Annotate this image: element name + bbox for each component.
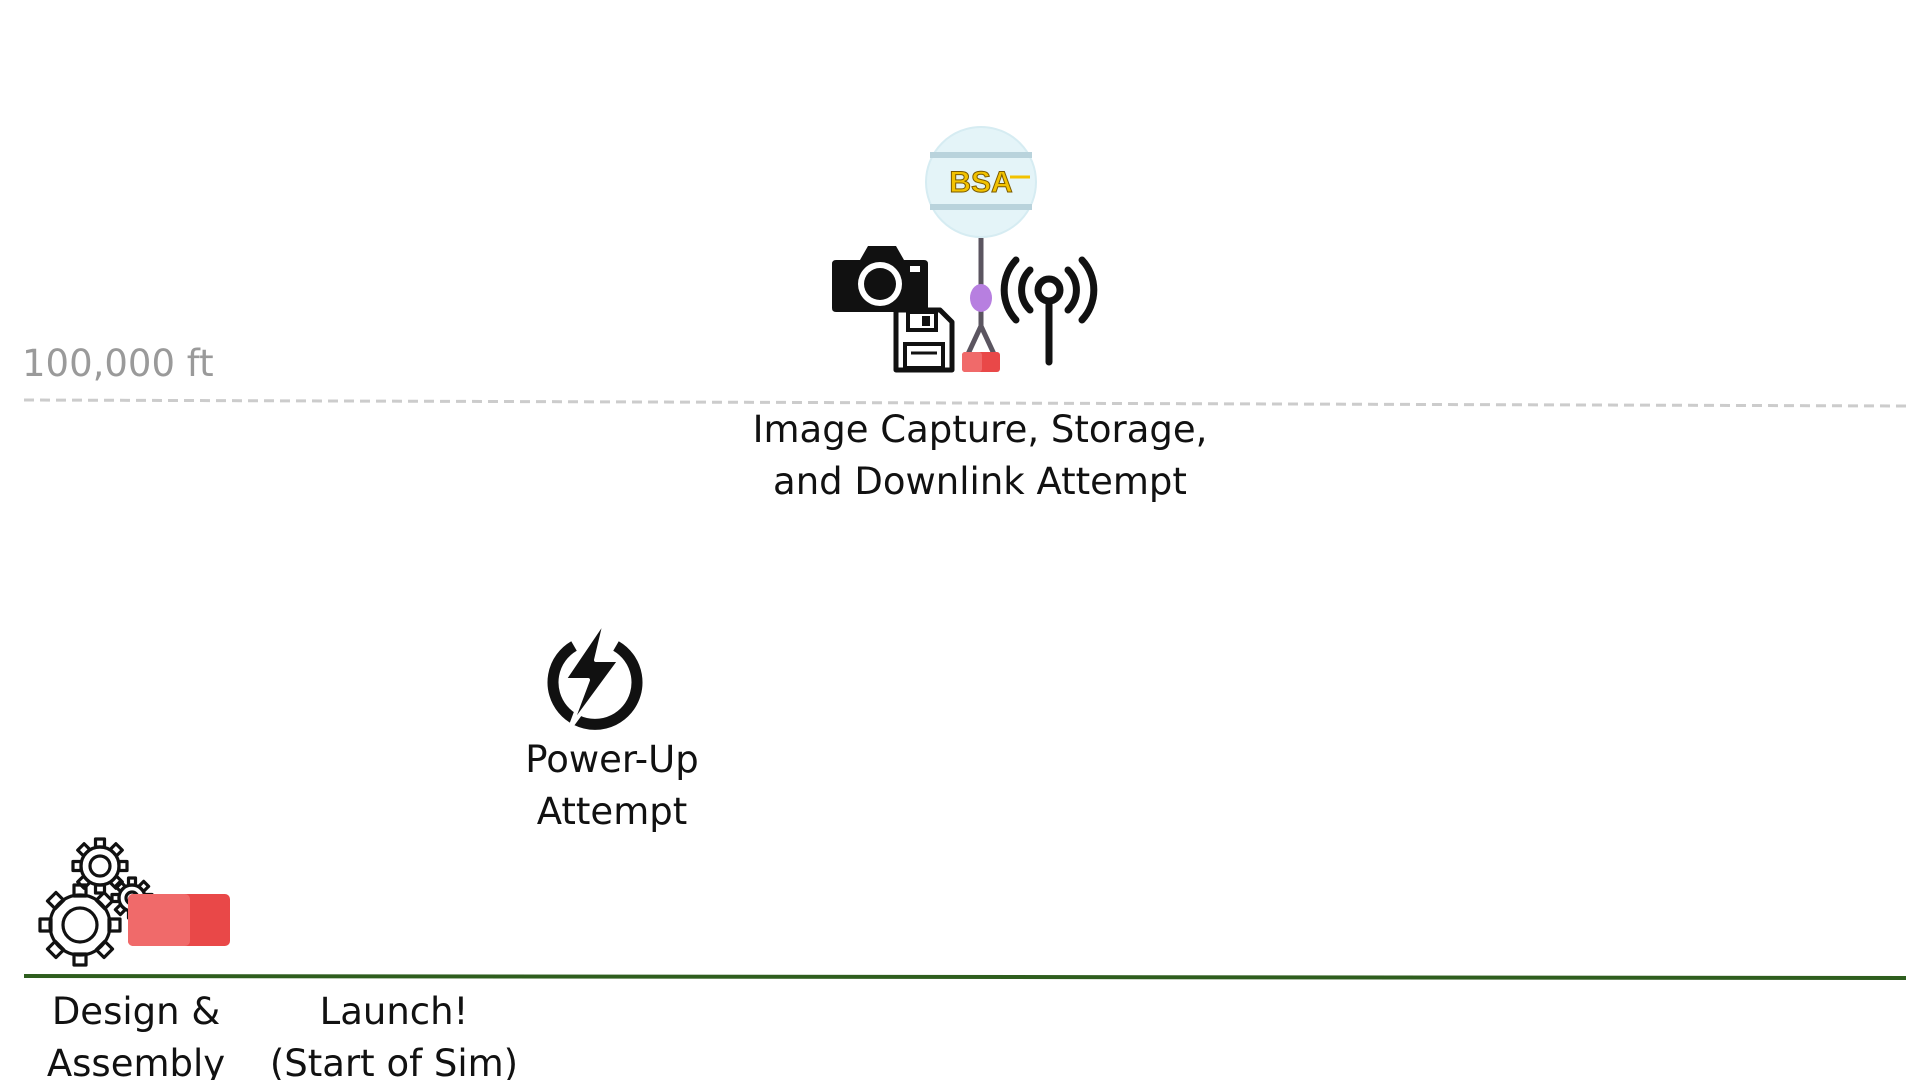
stage-design-assembly-label: Design & Assembly <box>12 986 260 1080</box>
altitude-label: 100,000 ft <box>22 342 214 385</box>
balloon-logo-text: BSA <box>949 166 1012 199</box>
altitude-line <box>23 398 1907 408</box>
camera-icon <box>832 246 928 312</box>
stage-label-line: (Start of Sim) <box>269 1042 519 1080</box>
stage-label-line: and Downlink Attempt <box>773 460 1187 503</box>
ground-line <box>23 974 1907 980</box>
stage-label-line: Launch! <box>319 990 469 1033</box>
stage-label-line: Image Capture, Storage, <box>752 408 1208 451</box>
stage-launch-label: Launch! (Start of Sim) <box>254 986 534 1080</box>
antenna-signal-icon <box>1000 256 1098 366</box>
balloon-icon: BSA <box>925 126 1037 372</box>
power-bolt-icon <box>547 616 643 730</box>
stage-label-line: Assembly <box>46 1042 226 1080</box>
payload-box-icon <box>128 894 230 946</box>
floppy-disk-icon <box>893 307 955 373</box>
stage-label-line: Attempt <box>536 790 688 833</box>
stage-label-line: Power-Up <box>525 738 699 781</box>
stage-power-up-label: Power-Up Attempt <box>487 734 737 838</box>
stage-label-line: Design & <box>51 990 221 1033</box>
stage-image-capture-label: Image Capture, Storage, and Downlink Att… <box>680 404 1280 508</box>
